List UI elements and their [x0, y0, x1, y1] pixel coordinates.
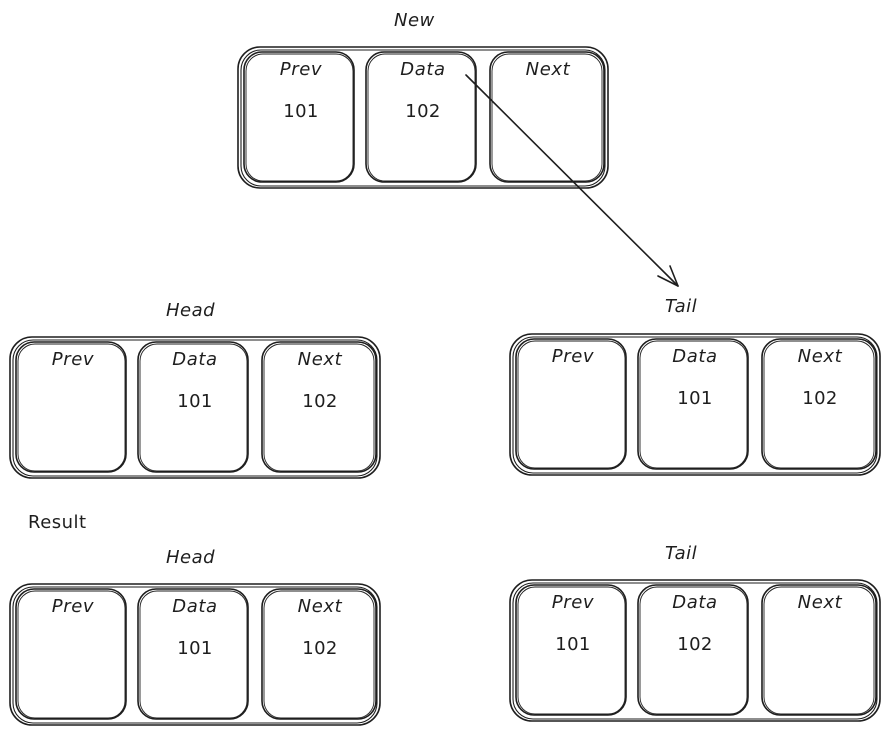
prev-label: Prev — [51, 596, 95, 617]
result-tail-node: Prev 101 Data 102 Next — [509, 578, 881, 723]
head-node-title: Head — [166, 300, 216, 321]
result-head-node-frame — [9, 583, 381, 726]
new-data-cell: Data 102 — [365, 45, 481, 190]
result-head-next-cell: Next 102 — [262, 582, 378, 727]
next-label: Next — [297, 596, 343, 617]
tail-node-frame — [509, 333, 881, 476]
next-value: 102 — [802, 388, 838, 409]
data-value: 102 — [677, 634, 713, 655]
data-label: Data — [400, 59, 446, 80]
prev-label: Prev — [551, 592, 595, 613]
head-prev-cell: Prev — [15, 335, 131, 480]
data-label: Data — [672, 592, 718, 613]
head-node: Prev Data 101 Next 102 — [9, 335, 381, 480]
data-label: Data — [172, 349, 218, 370]
arrow-head-icon — [657, 265, 679, 287]
tail-prev-cell: Prev — [515, 332, 631, 477]
next-label: Next — [797, 592, 843, 613]
tail-next-cell: Next 102 — [762, 332, 878, 477]
next-label: Next — [525, 59, 571, 80]
new-node: Prev 101 Data 102 Next — [237, 45, 609, 190]
head-node-frame — [9, 336, 381, 479]
result-head-prev-cell: Prev — [15, 582, 131, 727]
data-value: 101 — [677, 388, 713, 409]
next-value: 102 — [302, 638, 338, 659]
prev-label: Prev — [279, 59, 323, 80]
data-label: Data — [672, 346, 718, 367]
result-tail-next-cell: Next — [762, 578, 878, 723]
result-tail-node-frame — [509, 579, 881, 722]
next-value: 102 — [302, 391, 338, 412]
tail-node: Prev Data 101 Next 102 — [509, 332, 881, 477]
head-next-cell: Next 102 — [262, 335, 378, 480]
next-label: Next — [297, 349, 343, 370]
data-value: 102 — [405, 101, 441, 122]
result-head-data-cell: Data 101 — [137, 582, 253, 727]
prev-label: Prev — [551, 346, 595, 367]
prev-value: 101 — [283, 101, 319, 122]
result-tail-prev-cell: Prev 101 — [515, 578, 631, 723]
tail-data-cell: Data 101 — [637, 332, 753, 477]
result-tail-node-title: Tail — [665, 543, 698, 564]
prev-value: 101 — [555, 634, 591, 655]
result-head-node: Prev Data 101 Next 102 — [9, 582, 381, 727]
new-prev-cell: Prev 101 — [243, 45, 359, 190]
new-next-cell: Next — [490, 45, 606, 190]
tail-node-title: Tail — [665, 296, 698, 317]
new-node-title: New — [394, 10, 435, 31]
result-head-node-title: Head — [166, 547, 216, 568]
data-value: 101 — [177, 391, 213, 412]
result-label: Result — [28, 512, 87, 533]
next-label: Next — [797, 346, 843, 367]
data-label: Data — [172, 596, 218, 617]
data-value: 101 — [177, 638, 213, 659]
result-tail-data-cell: Data 102 — [637, 578, 753, 723]
head-data-cell: Data 101 — [137, 335, 253, 480]
prev-label: Prev — [51, 349, 95, 370]
